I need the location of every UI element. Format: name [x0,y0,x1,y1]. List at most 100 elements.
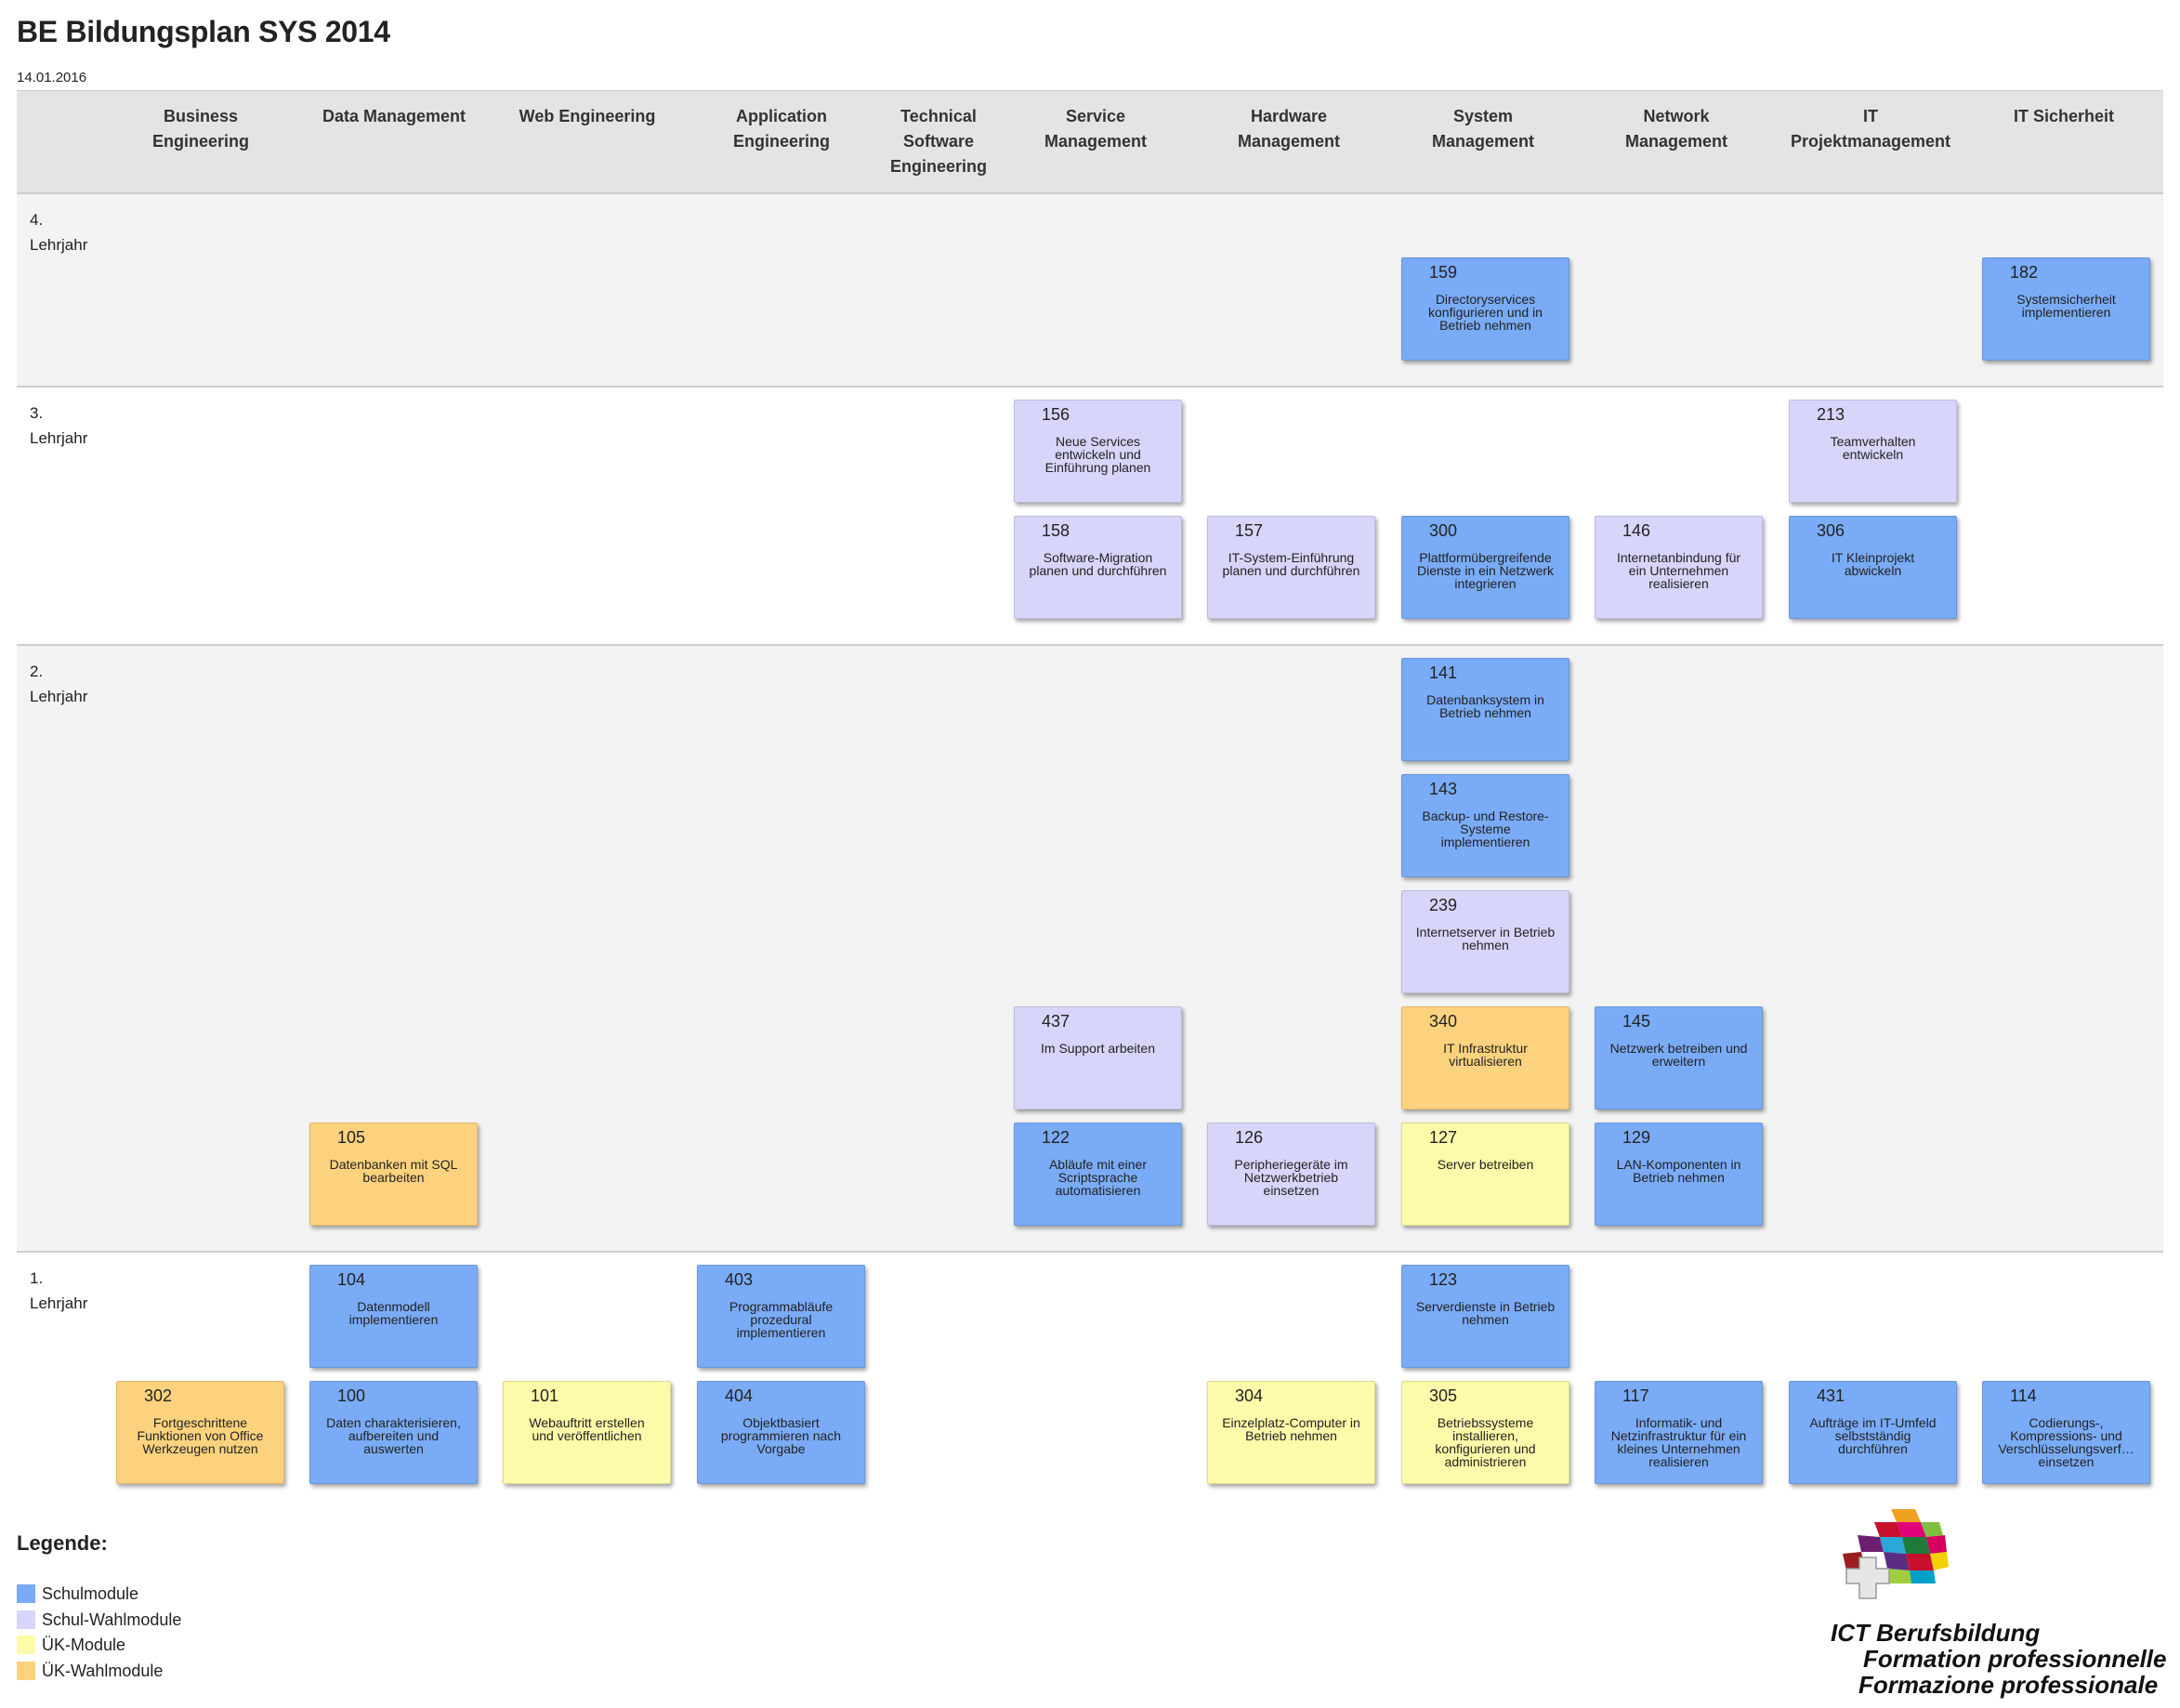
module-number: 182 [2010,263,2039,282]
module-title: Server betreiben [1437,1157,1534,1172]
module-number: 239 [1429,896,1458,914]
row-label-lehrjahr-3: 3.Lehrjahr [30,404,88,447]
logo-text-line-1: ICT Berufsbildung [1831,1619,2041,1647]
row-lehrjahr-4: 4.Lehrjahr [17,192,2163,388]
module-card-437[interactable]: 437 Im Support arbeiten [1014,1006,1182,1110]
page-title: BE Bildungsplan SYS 2014 [17,15,390,48]
module-number: 145 [1622,1012,1651,1031]
module-number: 213 [1817,405,1845,424]
module-number: 305 [1429,1386,1458,1405]
logo-text-line-3: Formazione professionale [1858,1671,2159,1699]
module-card-127[interactable]: 127 Server betreiben [1401,1123,1569,1226]
module-number: 146 [1622,521,1651,540]
row-label-lehrjahr-1: 1.Lehrjahr [30,1269,88,1312]
row-label-lehrjahr-2: 2.Lehrjahr [30,663,88,705]
module-number: 437 [1042,1012,1070,1031]
legend-item-schul-wahlmodule: Schul-Wahlmodule [17,1609,181,1631]
module-number: 127 [1429,1128,1458,1147]
module-number: 104 [337,1270,366,1289]
module-number: 404 [725,1386,754,1405]
module-number: 158 [1042,521,1070,540]
module-number: 122 [1042,1128,1070,1147]
module-number: 159 [1429,263,1458,282]
legend-swatch [17,1583,35,1603]
module-number: 114 [2010,1386,2037,1405]
module-number: 117 [1622,1386,1649,1405]
logo-text-line-2: Formation professionnelle [1863,1645,2167,1673]
module-title: Im Support arbeiten [1041,1041,1155,1056]
module-number: 340 [1429,1012,1458,1031]
module-number: 126 [1235,1128,1264,1147]
row-lehrjahr-1: 1.Lehrjahr [17,1251,2163,1496]
module-number: 431 [1817,1386,1845,1405]
module-number: 143 [1429,780,1458,798]
module-number: 100 [337,1386,366,1405]
legend-item-uek-module: ÜK-Module [17,1634,125,1656]
column-header-data-management: Data Management [322,107,466,125]
legend-item-schulmodule: Schulmodule [17,1583,138,1605]
module-number: 105 [337,1128,366,1147]
legend-item-uek-wahlmodule: ÜK-Wahlmodule [17,1660,163,1682]
ict-berufsbildung-logo-icon [1843,1509,1949,1599]
module-number: 156 [1042,405,1070,424]
row-lehrjahr-3: 3.Lehrjahr [17,386,2163,646]
plan-date: 14.01.2016 [17,70,87,85]
module-card-100[interactable]: 100 Daten charakterisieren,aufbereiten u… [309,1381,478,1484]
module-number: 157 [1235,521,1264,540]
legend-swatch [17,1609,35,1629]
